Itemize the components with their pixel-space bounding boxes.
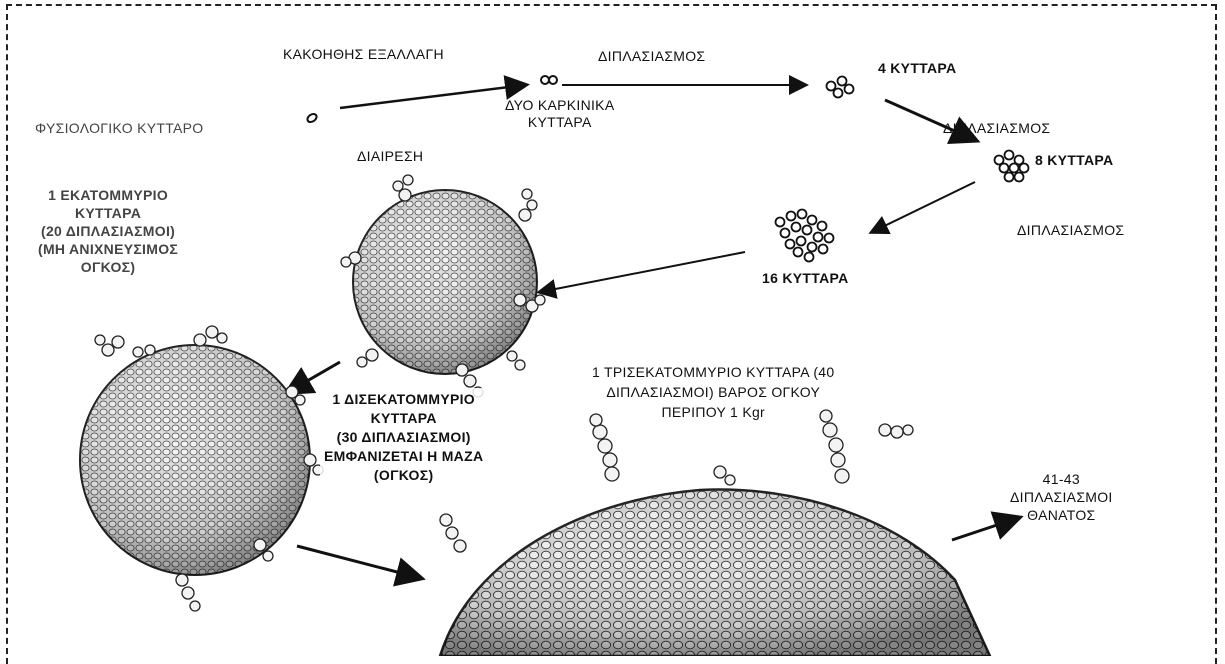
label-four-cells: 4 ΚΥΤΤΑΡΑ xyxy=(878,60,956,77)
million-cell-tumor xyxy=(341,175,545,397)
two-cells-cluster xyxy=(541,76,557,84)
label-normal-cell: ΦΥΣΙΟΛΟΓΙΚΟ ΚΥΤΤΑΡΟ xyxy=(35,120,203,137)
label-billion-cells: 1 ΔΙΣΕΚΑΤΟΜΜΥΡΙΟ ΚΥΤΤΑΡΑ (30 ΔΙΠΛΑΣΙΑΣΜΟ… xyxy=(320,388,487,487)
normal-cell xyxy=(306,112,318,123)
arrow-eight-to-sixteen xyxy=(872,182,975,232)
sixteen-cells-cluster xyxy=(776,210,834,262)
label-malignant-transformation: ΚΑΚΟΗΘΗΣ ΕΞΑΛΛΑΓΗ xyxy=(283,46,444,63)
arrow-trillion-to-death xyxy=(952,518,1018,540)
label-trillion-cells: 1 ΤΡΙΣΕΚΑΤΟΜΜΥΡΙΟ ΚΥΤΤΑΡΑ (40 ΔΙΠΛΑΣΙΑΣΜ… xyxy=(592,362,834,422)
label-doubling-3: ΔΙΠΛΑΣΙΑΣΜΟΣ xyxy=(1017,222,1124,239)
billion-cell-tumor xyxy=(80,326,323,611)
arrow-normal-to-two xyxy=(340,85,525,108)
label-million-cells: 1 ΕΚΑΤΟΜΜΥΡΙΟ ΚΥΤΤΑΡΑ (20 ΔΙΠΛΑΣΙΑΣΜΟΙ) … xyxy=(38,186,178,276)
label-two-cancer-cells: ΔΥΟ ΚΑΡΚΙΝΙΚΑ ΚΥΤΤΑΡΑ xyxy=(505,97,614,131)
four-cells-cluster xyxy=(827,77,854,98)
arrow-sixteen-to-million xyxy=(540,252,745,292)
label-doubling-1: ΔΙΠΛΑΣΙΑΣΜΟΣ xyxy=(598,48,705,65)
eight-cells-cluster xyxy=(995,151,1029,182)
label-sixteen-cells: 16 ΚΥΤΤΑΡΑ xyxy=(762,270,849,287)
label-death: 41-43 ΔΙΠΛΑΣΙΑΣΜΟΙ ΘΑΝΑΤΟΣ xyxy=(1010,470,1113,524)
label-doubling-2: ΔΙΠΛΑΣΙΑΣΜΟΣ xyxy=(943,120,1050,137)
trillion-cell-tumor xyxy=(440,410,990,656)
arrow-billion-to-trillion xyxy=(297,546,420,578)
label-division: ΔΙΑΙΡΕΣΗ xyxy=(357,148,423,165)
label-eight-cells: 8 ΚΥΤΤΑΡΑ xyxy=(1035,152,1113,169)
